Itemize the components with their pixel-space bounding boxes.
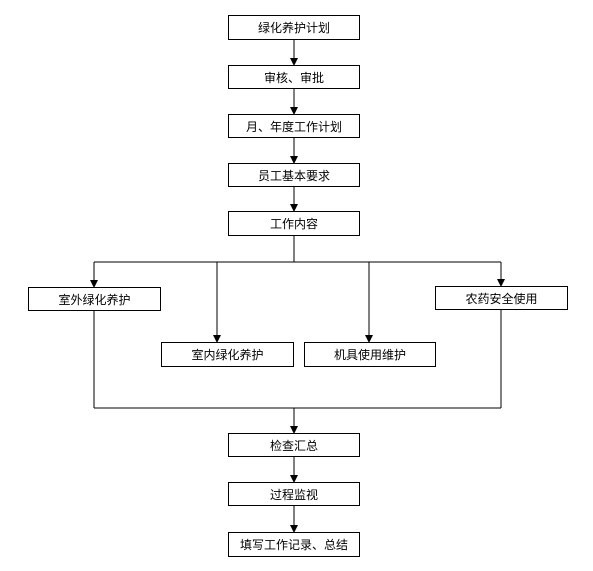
node-annual-plan: 月、年度工作计划 [228,114,360,138]
node-pesticide-safety: 农药安全使用 [435,286,568,310]
node-greening-plan: 绿化养护计划 [228,15,360,40]
node-inspection-summary: 检查汇总 [228,433,360,457]
node-process-monitoring: 过程监视 [228,482,360,506]
node-machine-maintenance: 机具使用维护 [304,342,436,367]
node-work-record: 填写工作记录、总结 [228,532,360,557]
node-work-content: 工作内容 [228,211,360,236]
node-indoor-greening: 室内绿化养护 [161,342,294,367]
node-outdoor-greening: 室外绿化养护 [28,287,161,311]
node-staff-requirements: 员工基本要求 [228,163,360,187]
node-review-approval: 审核、审批 [228,65,360,89]
